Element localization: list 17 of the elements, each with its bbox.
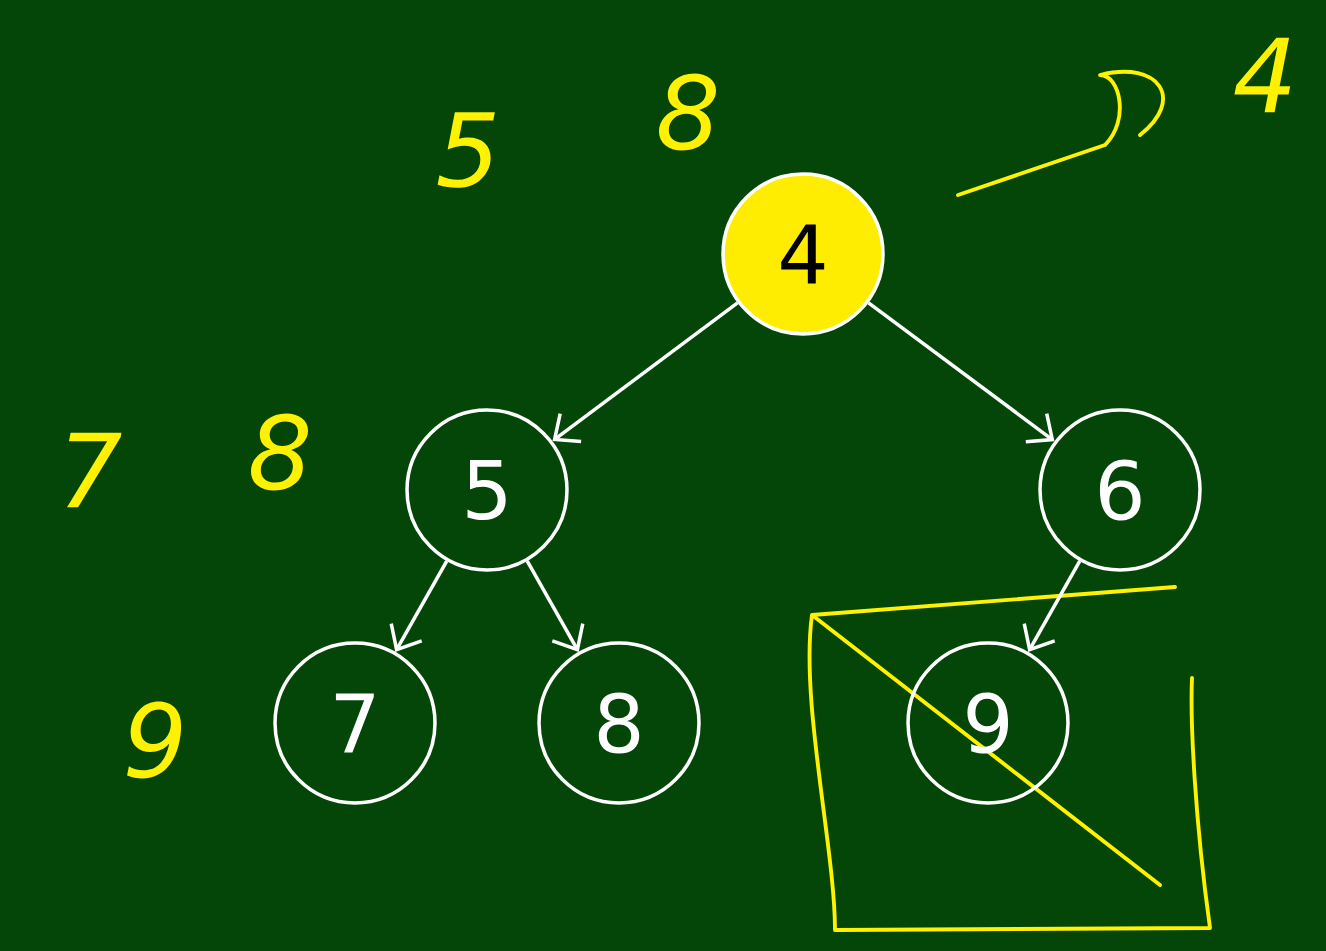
arrow [1022, 560, 1082, 652]
arrow [525, 560, 585, 652]
tree-node: 6 [1038, 408, 1202, 572]
handwritten-note: 7 [67, 432, 122, 508]
tree-node: 5 [405, 408, 569, 572]
tree-node: 9 [906, 641, 1070, 805]
tree-node: 7 [273, 641, 437, 805]
arrow [867, 301, 1055, 444]
handwritten-note: 9 [127, 701, 182, 779]
tree-node: 8 [537, 641, 701, 805]
arrow [389, 560, 449, 652]
handwritten-note: 8 [251, 413, 308, 491]
handwritten-note: 5 [437, 112, 495, 188]
handwritten-note: 8 [659, 73, 716, 151]
handwritten-note: 4 [1234, 37, 1291, 113]
arrow [552, 301, 739, 444]
tree-node: 4 [721, 172, 885, 336]
